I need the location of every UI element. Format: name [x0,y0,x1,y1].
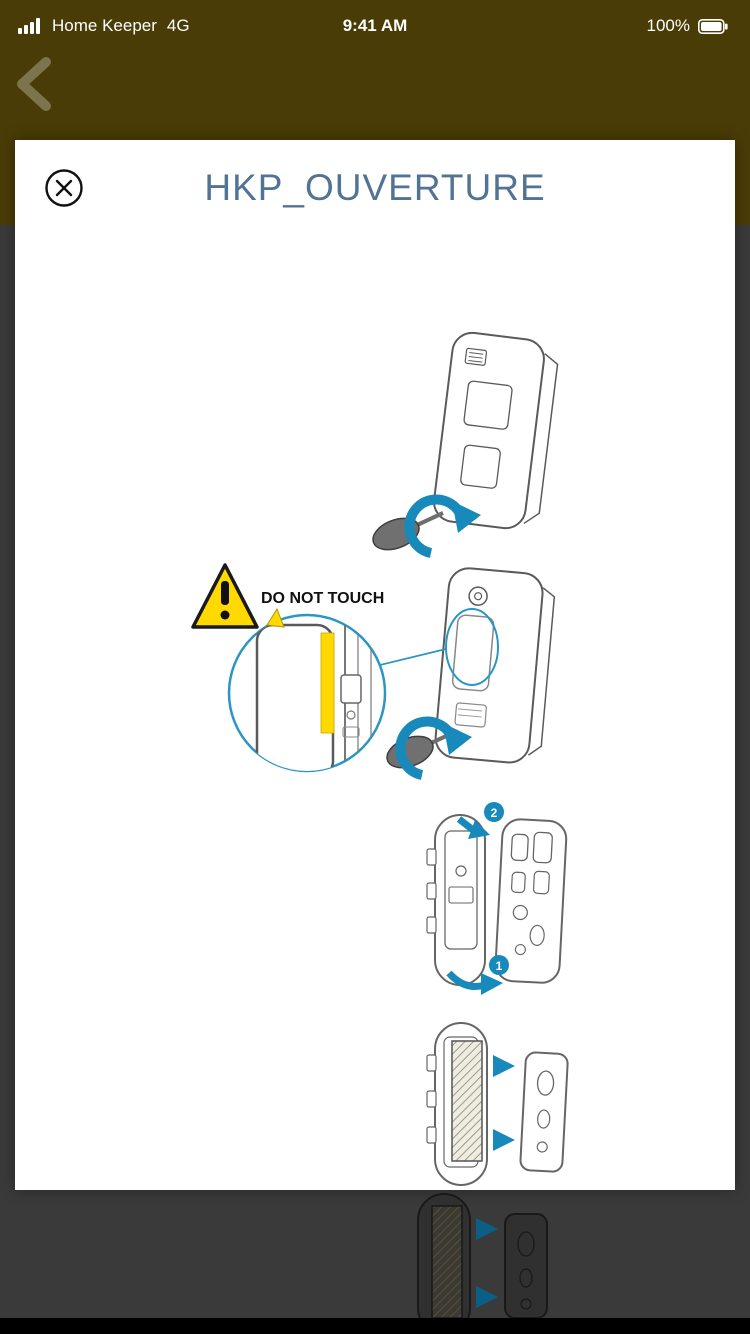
magnifier-connector-line [379,648,447,666]
step-3-separate-halves: 2 1 [426,802,568,995]
arrow-right-top-icon [493,1055,515,1077]
badge-1-label: 1 [496,959,503,973]
step-badge-1: 1 [446,955,509,995]
step-1-unscrew-cover [372,331,559,558]
chevron-left-icon [17,57,51,111]
close-button[interactable] [43,167,85,209]
highlight-ellipse [445,608,499,686]
badge-2-label: 2 [491,806,498,820]
instruction-diagram: DO NOT TOUCH [191,331,569,1186]
signal-strength-icon [18,18,40,34]
battery-percent-label: 100% [646,16,690,35]
status-bar: Home Keeper 4G 9:41 AM 100% [0,0,750,44]
back-button[interactable] [12,54,64,114]
warning-sign [191,563,259,629]
document-viewer-card: HKP_OUVERTURE [15,140,735,1190]
dimmed-page-preview [417,1193,548,1320]
carrier-label: Home Keeper [52,16,157,35]
bottom-black-bar [0,1318,750,1334]
step-4-battery [426,1022,569,1186]
do-not-touch-label: DO NOT TOUCH [261,590,384,607]
status-bar-right: 100% [647,16,728,36]
arrow-right-bottom-icon [493,1129,515,1151]
battery-icon [698,18,728,34]
network-type-label: 4G [166,16,190,35]
magnified-detail [227,607,387,773]
rotate-arrow-icon [404,494,481,558]
document-title: HKP_OUVERTURE [204,166,546,208]
close-icon [45,169,83,207]
step-badge-2: 2 [456,802,504,839]
step-2-warning-detail: DO NOT TOUCH [191,563,556,777]
viewer-header: HKP_OUVERTURE [15,140,735,235]
dimmed-arrow-bottom-icon [476,1286,498,1308]
dimmed-arrow-top-icon [476,1218,498,1240]
status-bar-left: Home Keeper 4G [18,16,190,36]
